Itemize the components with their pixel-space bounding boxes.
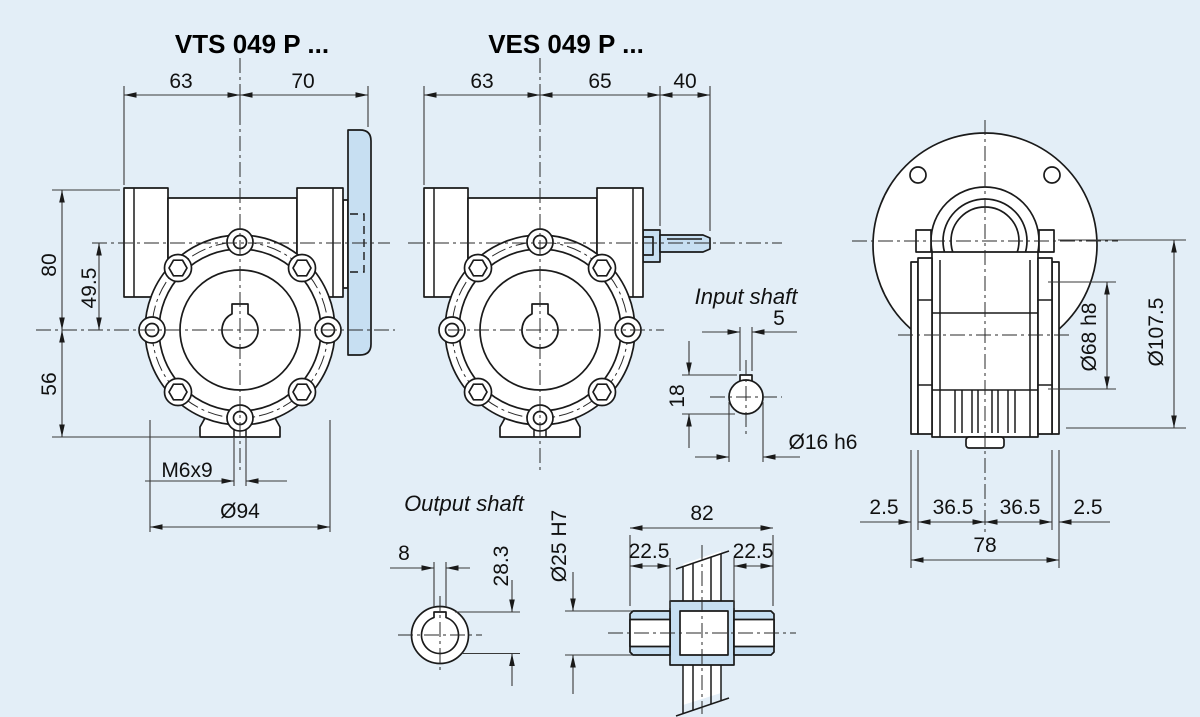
side-dimensions: Ø68 h8 Ø107.5 2.5 36.5 36.5 2.5 78 [860,239,1186,568]
input-shaft-label: Input shaft [695,284,799,309]
ves-dim-40: 40 [673,70,696,93]
side-dim-36-5-right: 36.5 [1000,496,1041,519]
output-shaft-label: Output shaft [404,491,525,516]
ves-title: VES 049 P ... [488,29,644,59]
assembly-dim-22-5-right: 22.5 [733,540,774,563]
side-flange-hole-left [909,166,927,184]
output-dim-25: Ø25 H7 [548,510,571,582]
vts-front-view: VTS 049 P ... 63 70 80 49. [36,29,395,532]
vts-dim-49-5: 49.5 [78,268,101,309]
output-dim-28-3: 28.3 [490,546,513,587]
input-shaft-detail: Input shaft 5 18 Ø16 h6 [666,284,857,462]
side-dim-107-5: Ø107.5 [1145,298,1168,367]
vts-dim-63: 63 [169,70,192,93]
assembly-dimensions: 82 22.5 22.5 [629,502,774,608]
ves-dim-63: 63 [470,70,493,93]
vts-centerlines [36,58,395,472]
output-dim-8: 8 [398,542,410,565]
side-dim-2-5-left: 2.5 [869,496,898,519]
side-dim-78: 78 [973,534,996,557]
output-shaft-detail: Output shaft 8 28.3 Ø25 H7 [390,491,632,694]
assembly-dim-22-5-left: 22.5 [629,540,670,563]
assembly-dim-82: 82 [690,502,713,525]
side-flange-hole-right [1043,166,1061,184]
vts-dimensions: 63 70 80 49.5 56 M6x9 Ø94 [38,70,369,532]
input-dim-5: 5 [773,307,785,330]
side-dim-2-5-right: 2.5 [1073,496,1102,519]
vts-title: VTS 049 P ... [175,29,329,59]
input-dim-18: 18 [666,384,689,407]
ves-dim-65: 65 [588,70,611,93]
vts-dim-56: 56 [38,372,61,395]
vts-dim-94: Ø94 [220,500,260,523]
ves-centerlines [408,58,782,472]
side-dim-68: Ø68 h8 [1078,303,1101,372]
output-shaft-side-view: 82 22.5 22.5 [608,502,796,717]
ves-front-view: VES 049 P ... 63 65 40 [408,29,782,472]
output-shaft-dimensions: 8 28.3 Ø25 H7 [390,510,632,694]
input-shaft-dimensions: 5 18 Ø16 h6 [666,307,857,462]
input-dim-16: Ø16 h6 [789,431,858,454]
ves-dimensions: 63 65 40 [423,70,711,231]
side-centerlines [852,120,1118,535]
ves-input-collar [642,229,661,263]
vts-dim-70: 70 [291,70,314,93]
vts-dim-m6x9: M6x9 [161,459,212,482]
side-dim-36-5-left: 36.5 [933,496,974,519]
side-view: Ø68 h8 Ø107.5 2.5 36.5 36.5 2.5 78 [852,120,1186,568]
vts-dim-80: 80 [38,253,61,276]
